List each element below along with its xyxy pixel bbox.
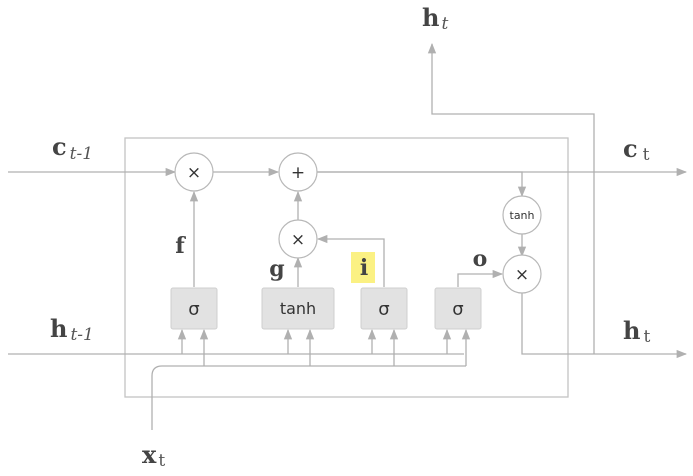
output-multiply-symbol: × bbox=[515, 265, 529, 285]
forget-gate-box bbox=[170, 287, 218, 330]
output-gate-block: σ bbox=[434, 287, 482, 330]
candidate-gate-tanh: tanh bbox=[280, 299, 316, 318]
i-label-highlight bbox=[351, 252, 375, 283]
candidate-gate-block: tanh bbox=[261, 287, 335, 330]
candidate-gate-label: g bbox=[269, 256, 284, 282]
cell-add-node: + bbox=[278, 152, 318, 192]
forget-multiply-circle bbox=[174, 152, 214, 192]
output-multiply-node: × bbox=[502, 254, 542, 294]
output-gate-sigma: σ bbox=[452, 299, 463, 320]
cell-add-circle bbox=[278, 152, 318, 192]
i-to-mult-line bbox=[316, 234, 385, 287]
cell-tanh-circle bbox=[502, 195, 542, 235]
cell-tanh-label: tanh bbox=[510, 209, 535, 222]
forget-gate-label: f bbox=[175, 233, 186, 259]
cell-tanh-node: tanh bbox=[502, 195, 542, 235]
hidden-up-line bbox=[427, 42, 595, 354]
input-gate-sigma: σ bbox=[378, 299, 389, 320]
input-multiply-circle bbox=[278, 219, 318, 259]
forget-gate-sigma: σ bbox=[188, 299, 199, 320]
o-to-mult-line bbox=[457, 269, 504, 287]
input-gate-label: i bbox=[360, 255, 368, 281]
output-gate-label: o bbox=[473, 246, 488, 272]
input-multiply-symbol: × bbox=[291, 230, 305, 250]
input-x-line bbox=[151, 365, 466, 430]
input-gate-box bbox=[360, 287, 408, 330]
cell-add-symbol: + bbox=[291, 163, 305, 183]
cell-to-tanh-line bbox=[316, 171, 527, 198]
candidate-gate-box bbox=[261, 287, 335, 330]
output-gate-box bbox=[434, 287, 482, 330]
input-gate-block: σ bbox=[360, 287, 408, 330]
lstm-cell-boundary bbox=[124, 137, 569, 398]
forget-multiply-node: × bbox=[174, 152, 214, 192]
output-multiply-circle bbox=[502, 254, 542, 294]
hidden-out-line bbox=[521, 292, 688, 359]
forget-gate-block: σ bbox=[170, 287, 218, 330]
input-multiply-node: × bbox=[278, 219, 318, 259]
forget-multiply-symbol: × bbox=[187, 163, 201, 183]
